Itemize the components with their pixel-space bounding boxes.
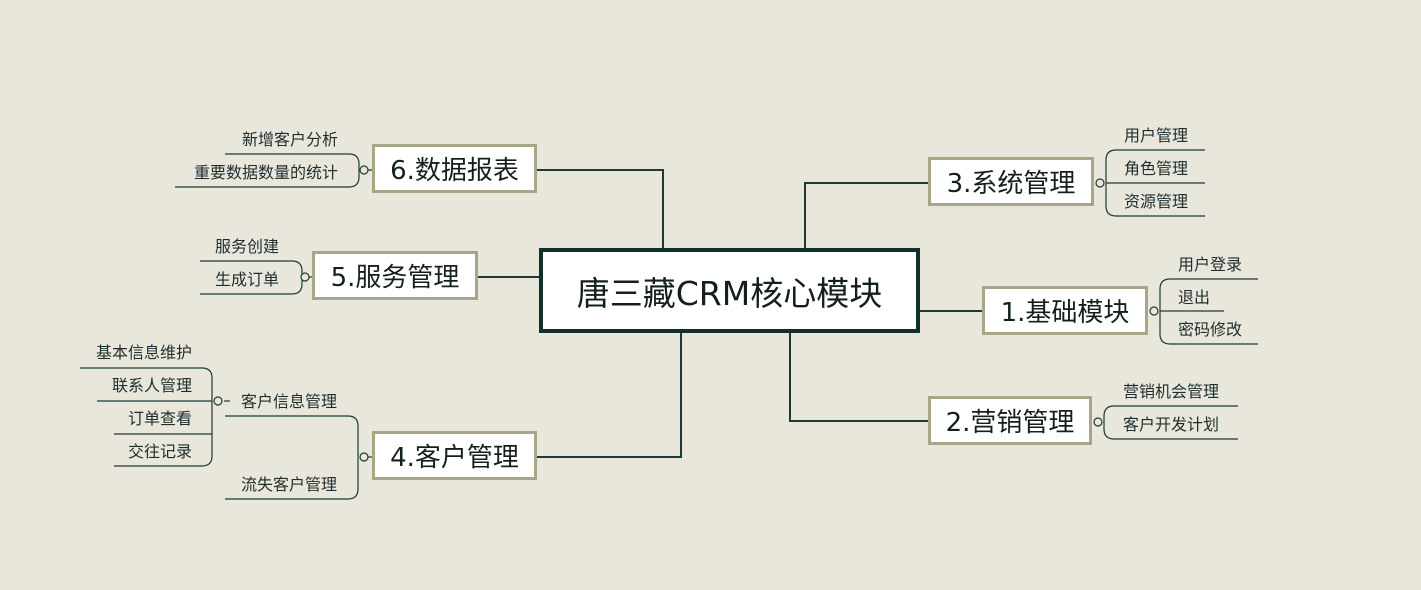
leaf-lost-customer-management[interactable]: 流失客户管理 xyxy=(240,475,337,494)
branch-data-report[interactable]: 6.数据报表 xyxy=(372,144,537,193)
leaf-resource-management[interactable]: 资源管理 xyxy=(1124,192,1189,211)
leaf-user-management[interactable]: 用户管理 xyxy=(1124,126,1189,145)
leaf-service-create[interactable]: 服务创建 xyxy=(214,237,279,256)
branch-system-management[interactable]: 3.系统管理 xyxy=(928,157,1094,206)
leaf-new-customer-analysis[interactable]: 新增客户分析 xyxy=(241,130,338,149)
branch-basic-module[interactable]: 1.基础模块 xyxy=(982,286,1148,335)
leaf-password-change[interactable]: 密码修改 xyxy=(1178,320,1243,339)
leaf-logout[interactable]: 退出 xyxy=(1178,288,1211,307)
leaf-contact-management[interactable]: 联系人管理 xyxy=(111,376,192,395)
leaf-key-data-stats[interactable]: 重要数据数量的统计 xyxy=(193,163,338,182)
leaf-customer-dev-plan[interactable]: 客户开发计划 xyxy=(1123,415,1220,434)
leaf-sales-opportunity[interactable]: 营销机会管理 xyxy=(1123,382,1220,401)
branch-customer-management[interactable]: 4.客户管理 xyxy=(372,431,537,480)
root-node[interactable]: 唐三藏CRM核心模块 xyxy=(539,248,920,333)
leaf-generate-order[interactable]: 生成订单 xyxy=(214,270,279,289)
leaf-order-view[interactable]: 订单查看 xyxy=(127,409,192,428)
leaf-role-management[interactable]: 角色管理 xyxy=(1124,159,1189,178)
leaf-basic-info-maintenance[interactable]: 基本信息维护 xyxy=(95,343,192,362)
branch-marketing-management[interactable]: 2.营销管理 xyxy=(928,396,1092,445)
leaf-interaction-record[interactable]: 交往记录 xyxy=(127,442,192,461)
branch-service-management[interactable]: 5.服务管理 xyxy=(312,251,478,300)
leaf-user-login[interactable]: 用户登录 xyxy=(1178,255,1243,274)
leaf-customer-info-management[interactable]: 客户信息管理 xyxy=(240,392,337,411)
